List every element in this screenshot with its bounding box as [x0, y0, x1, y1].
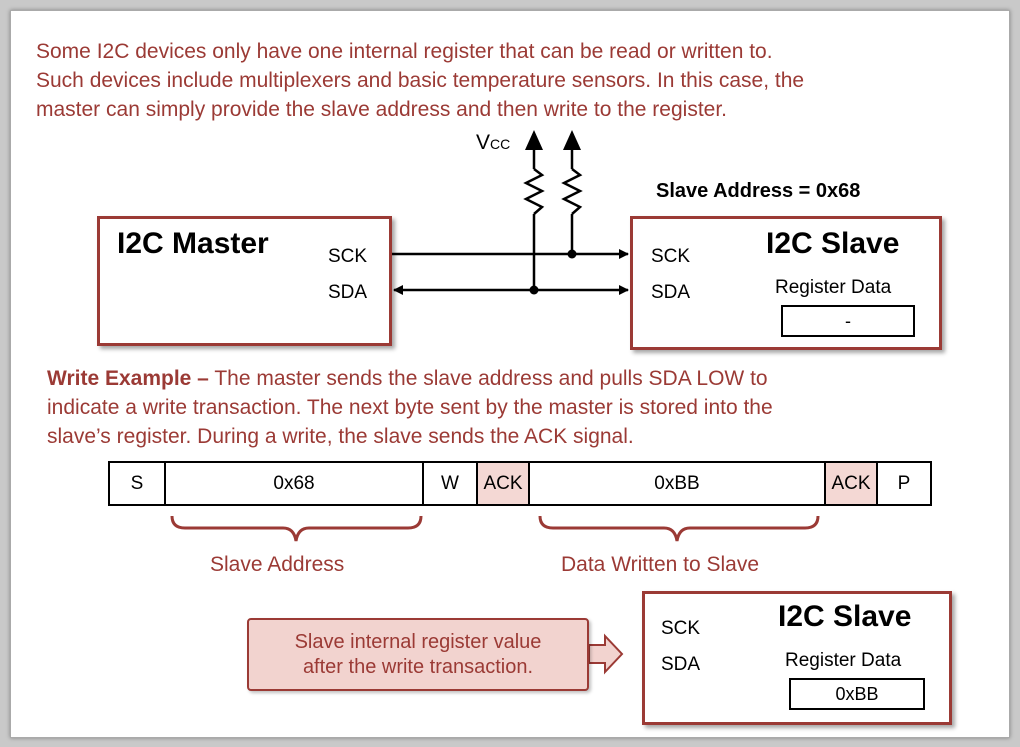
master-title: I2C Master: [117, 227, 269, 260]
write-example-line-1: The master sends the slave address and p…: [208, 367, 768, 390]
write-example-paragraph: Write Example – The master sends the sla…: [47, 364, 773, 451]
packet-ack-2: ACK: [824, 461, 878, 506]
packet-address: 0x68: [164, 461, 424, 506]
intro-paragraph: Some I2C devices only have one internal …: [36, 37, 804, 124]
slave-register-label: Register Data: [775, 277, 892, 298]
vcc-arrow-left: [525, 130, 543, 150]
packet-write-bit: W: [422, 461, 478, 506]
vcc-letter: V: [476, 131, 491, 154]
register-callout: Slave internal register value after the …: [247, 618, 589, 691]
packet-data: 0xBB: [528, 461, 826, 506]
vcc-subscript: CC: [490, 136, 511, 152]
vcc-arrow-right: [563, 130, 581, 150]
data-written-brace-label: Data Written to Slave: [561, 553, 760, 576]
slave-sda-pin: SDA: [651, 282, 691, 303]
brace-slave-address: [170, 515, 423, 542]
intro-line-1: Some I2C devices only have one internal …: [36, 40, 773, 63]
slave-after-register-value: 0xBB: [789, 678, 925, 710]
i2c-slave-box: SCK SDA I2C Slave Register Data -: [630, 216, 942, 350]
callout-arrow: [588, 633, 624, 675]
write-example-heading: Write Example –: [47, 367, 209, 390]
master-sda-pin: SDA: [328, 282, 368, 303]
i2c-master-box: I2C Master SCK SDA: [97, 216, 392, 346]
junction-dot-sck: [567, 249, 577, 259]
slave-address-brace-label: Slave Address: [210, 553, 345, 576]
callout-line-1: Slave internal register value: [294, 631, 542, 653]
slave-after-sda-pin: SDA: [661, 654, 701, 675]
slave-after-title: I2C Slave: [778, 600, 912, 633]
i2c-slave-after-box: SCK SDA I2C Slave Register Data 0xBB: [642, 591, 952, 725]
packet-start: S: [108, 461, 166, 506]
junction-dot-sda: [529, 285, 539, 295]
write-example-line-2: indicate a write transaction. The next b…: [47, 396, 773, 419]
slave-register-value: -: [781, 305, 915, 337]
intro-line-2: Such devices include multiplexers and ba…: [36, 69, 805, 92]
intro-line-3: master can simply provide the slave addr…: [36, 98, 728, 121]
packet-stop: P: [876, 461, 932, 506]
vcc-label: VCC: [476, 131, 510, 155]
packet-ack-1: ACK: [476, 461, 530, 506]
pullup-resistor-sda: [523, 150, 545, 290]
slave-title: I2C Slave: [766, 227, 900, 260]
write-example-line-3: slave’s register. During a write, the sl…: [47, 425, 634, 448]
slave-after-sck-pin: SCK: [661, 618, 701, 639]
brace-data-written: [538, 515, 820, 542]
slave-address-label: Slave Address = 0x68: [656, 180, 861, 202]
callout-line-2: after the write transaction.: [302, 656, 534, 678]
slave-sck-pin: SCK: [651, 246, 691, 267]
slave-after-register-label: Register Data: [785, 650, 902, 671]
pullup-resistor-sck: [561, 150, 583, 254]
master-sck-pin: SCK: [328, 246, 368, 267]
